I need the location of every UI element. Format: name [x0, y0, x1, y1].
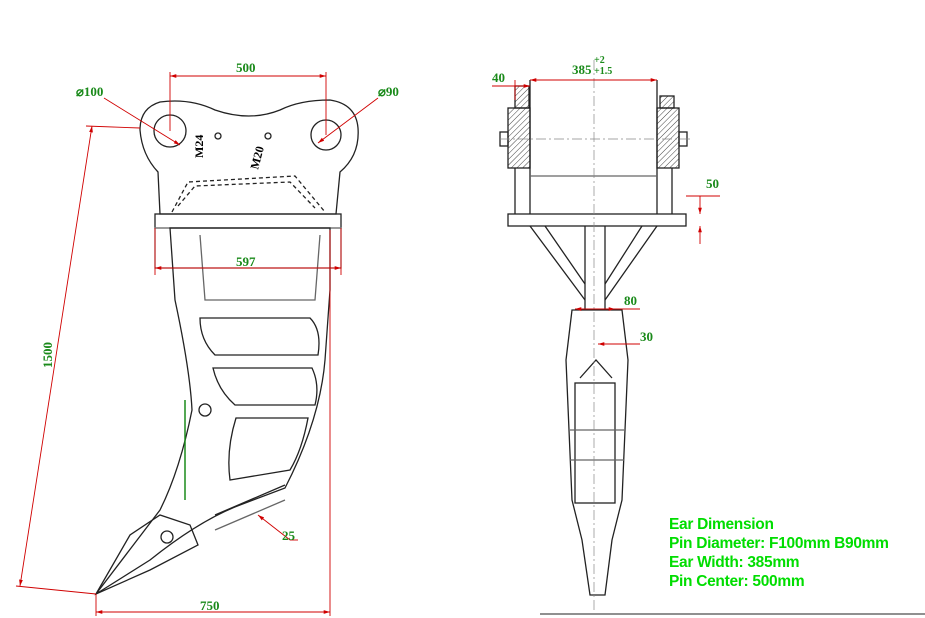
specs-title: Ear Dimension [669, 516, 774, 533]
tooth [94, 514, 199, 596]
side-view [94, 99, 359, 596]
cutout-1 [199, 317, 320, 356]
bolt-hole-a [214, 132, 222, 140]
dim-plate-width: 597 [236, 254, 256, 269]
front-view [499, 60, 925, 615]
dim-width-top: 500 [236, 60, 256, 75]
specs-pin-diameter: Pin Diameter: F100mm B90mm [669, 535, 889, 552]
ear-plate-outline [139, 99, 359, 215]
bolt-hole-b [264, 132, 272, 140]
specs-pin-center: Pin Center: 500mm [669, 573, 805, 590]
dim-shank-offset: 30 [640, 329, 653, 344]
label-bolt-b: M20 [247, 145, 267, 171]
dim-plate-thickness: 50 [706, 176, 719, 191]
dim-ear-gap: 385 [572, 62, 592, 77]
cutout-2 [212, 367, 318, 406]
dim-ear-thickness: 40 [492, 70, 505, 85]
shank-outline [95, 227, 331, 595]
dim-pin-right: ⌀90 [378, 84, 399, 99]
dim-bottom-width: 750 [200, 598, 220, 613]
dim-shank-width: 80 [624, 293, 637, 308]
ear-dimension-specs: Ear Dimension Pin Diameter: F100mm B90mm… [669, 515, 889, 591]
dim-ear-gap-tol-upper: +2 [594, 55, 605, 66]
front-shank [565, 309, 629, 596]
mounting-plate [154, 213, 342, 229]
dim-height: 1500 [40, 342, 55, 368]
side-view-dimensions [15, 72, 379, 616]
label-bolt-a: M24 [192, 135, 206, 158]
front-mounting-plate [507, 213, 687, 227]
specs-ear-width: Ear Width: 385mm [669, 554, 800, 571]
cutout-3 [228, 417, 309, 481]
dim-pin-left: ⌀100 [76, 84, 103, 99]
dim-tip-thickness: 25 [282, 528, 296, 543]
front-view-dimensions [492, 78, 720, 346]
dim-ear-gap-tol-lower: +1.5 [594, 66, 612, 77]
